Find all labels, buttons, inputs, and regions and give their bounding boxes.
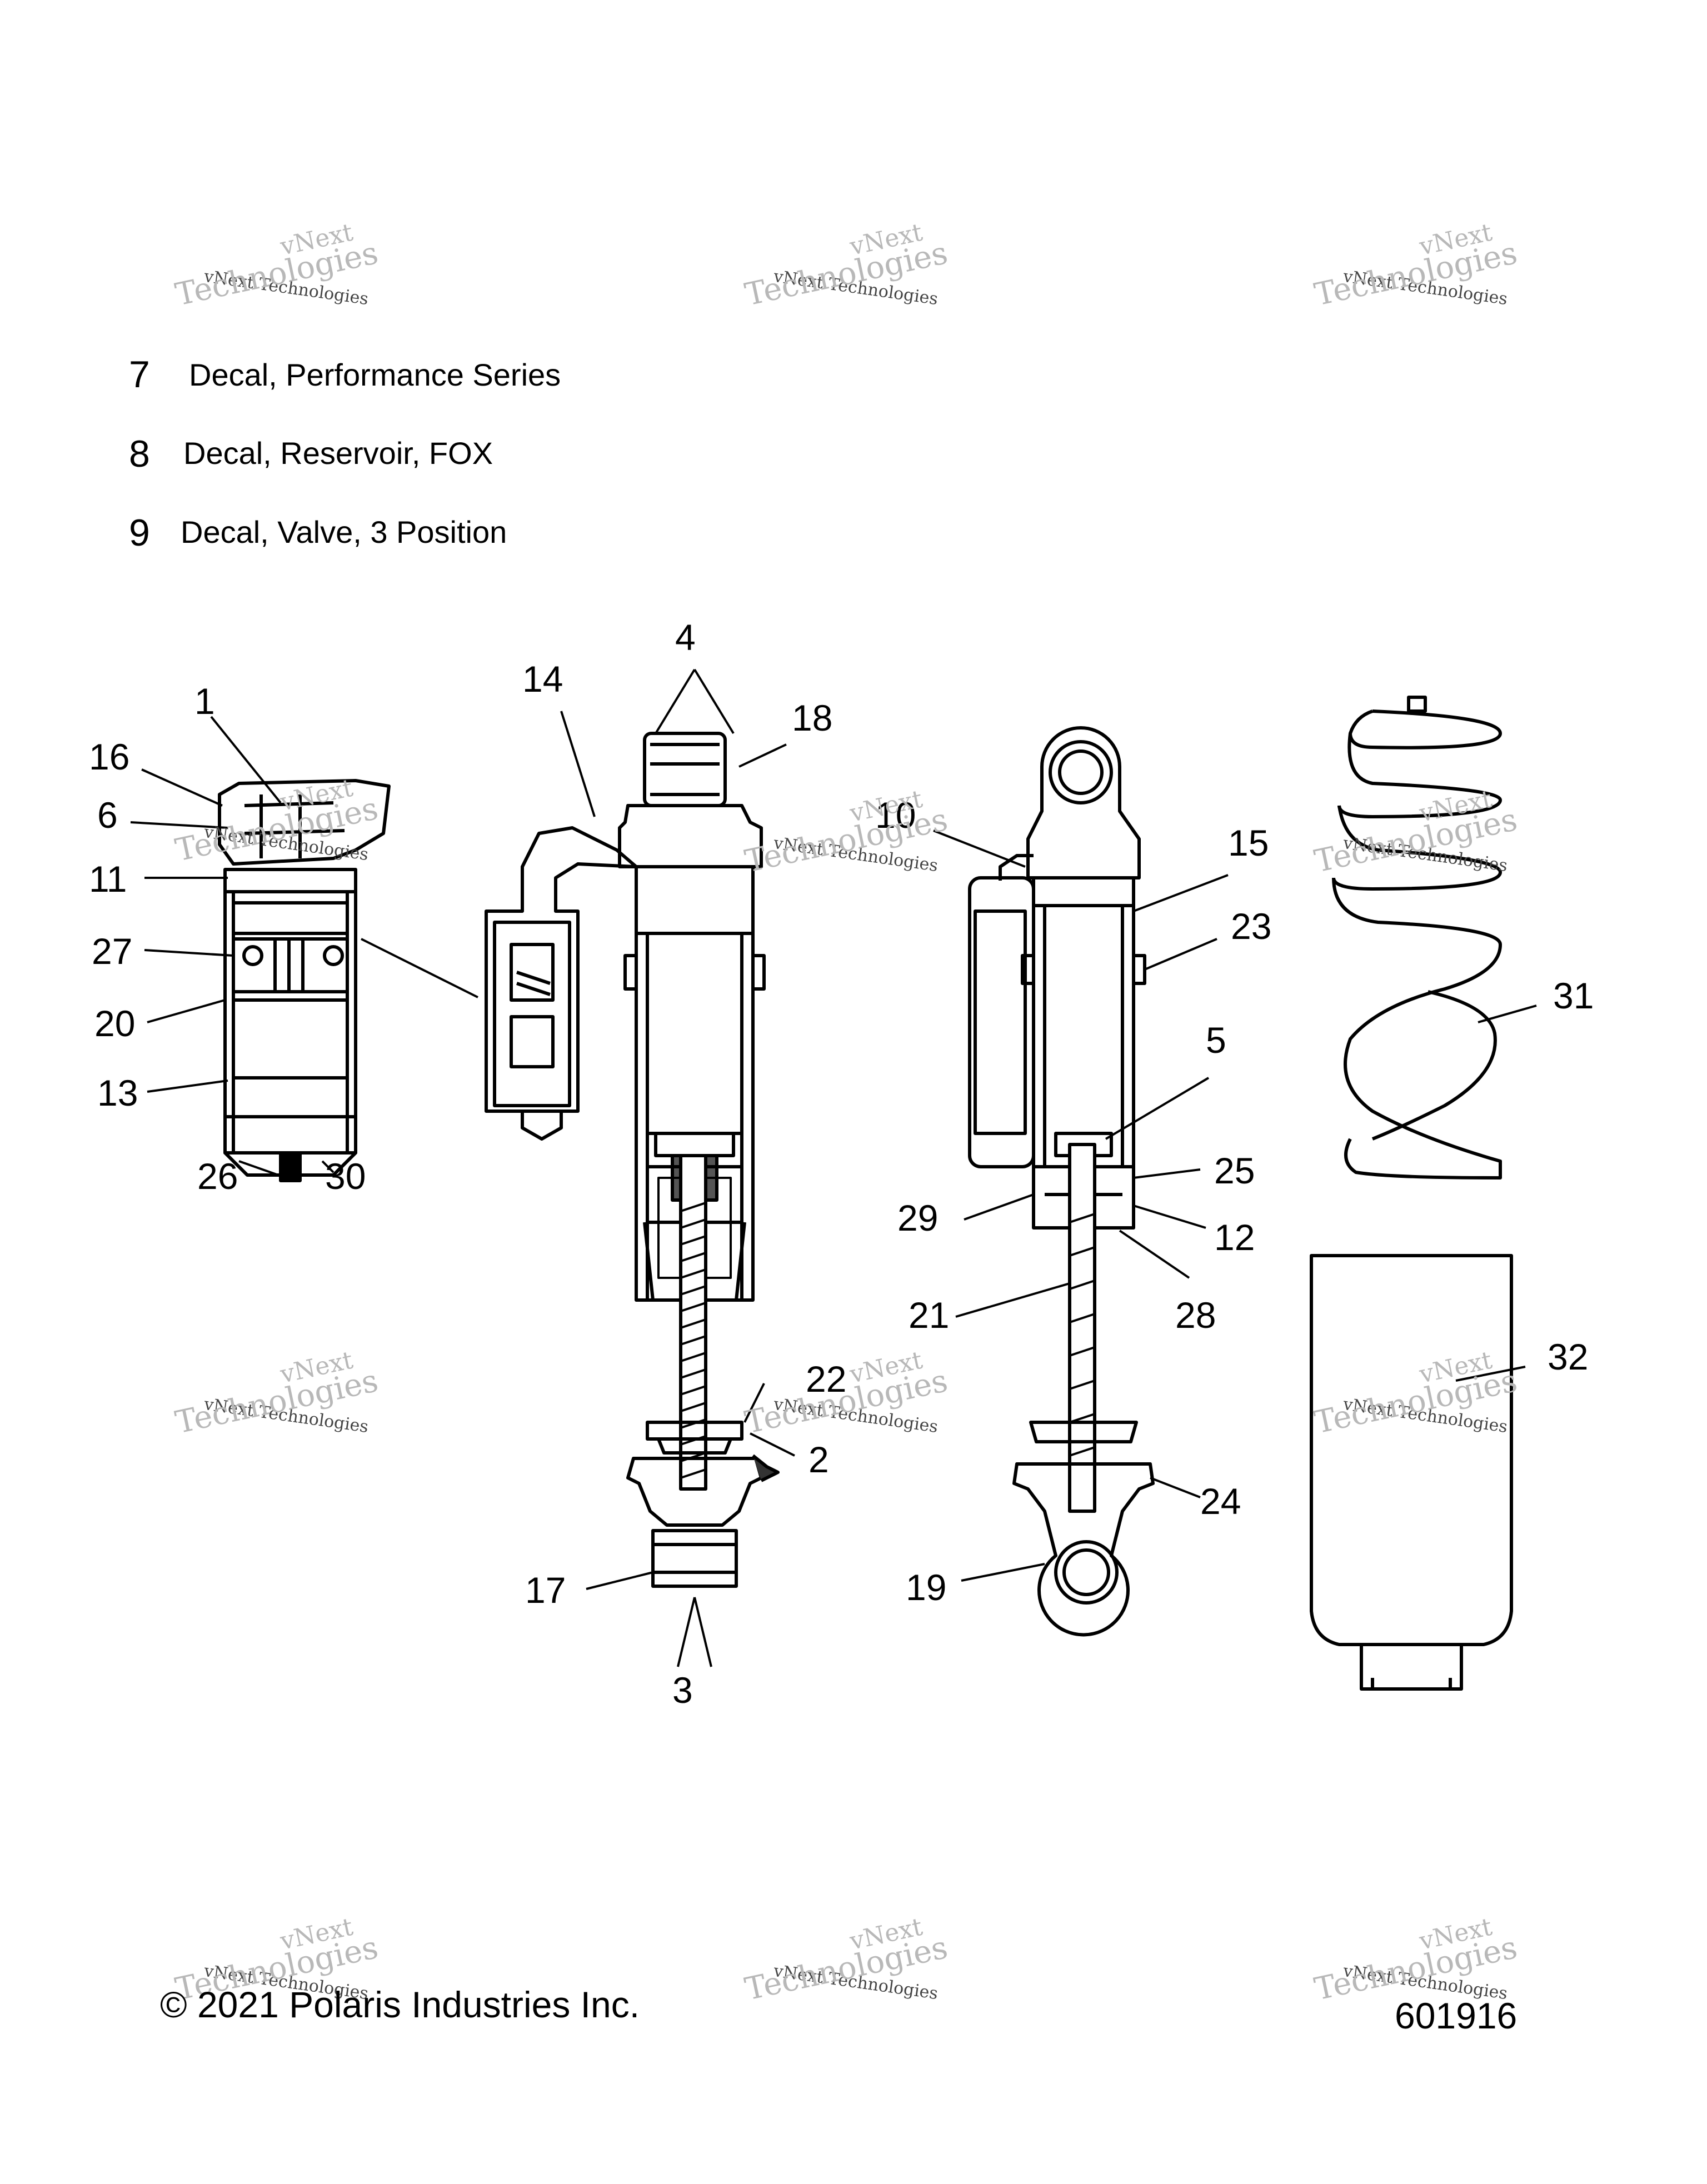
reservoir-assembly xyxy=(218,779,391,1182)
callout-30: 30 xyxy=(325,1156,366,1197)
callout-19: 19 xyxy=(906,1567,946,1608)
callout-31: 31 xyxy=(1553,975,1594,1016)
callout-5: 5 xyxy=(1206,1019,1226,1061)
callout-24: 24 xyxy=(1200,1481,1241,1522)
callout-23: 23 xyxy=(1231,906,1271,947)
coilover-shock-body xyxy=(968,726,1155,1637)
callout-13: 13 xyxy=(97,1072,138,1113)
figure-id: 601916 xyxy=(1395,1995,1518,2036)
copyright-notice: © 2021 Polaris Industries Inc. xyxy=(160,1984,640,2025)
callout-11: 11 xyxy=(89,858,127,899)
callout-28: 28 xyxy=(1175,1295,1216,1336)
callout-17: 17 xyxy=(525,1570,566,1611)
callout-27: 27 xyxy=(92,931,132,972)
callout-18: 18 xyxy=(792,697,832,738)
callout-14: 14 xyxy=(522,658,563,699)
callout-20: 20 xyxy=(94,1003,135,1044)
callout-1: 1 xyxy=(194,681,215,722)
callout-2: 2 xyxy=(808,1439,829,1480)
callout-22: 22 xyxy=(806,1358,846,1400)
legend-desc-7: Decal, Performance Series xyxy=(189,357,561,392)
callout-25: 25 xyxy=(1214,1150,1255,1191)
legend-num-9: 9 xyxy=(129,512,150,554)
shock-with-remote-reservoir xyxy=(485,732,780,1588)
legend-num-8: 8 xyxy=(129,433,150,475)
legend-desc-8: Decal, Reservoir, FOX xyxy=(183,436,493,471)
callout-3: 3 xyxy=(672,1670,693,1711)
coil-spring xyxy=(1332,696,1502,1180)
callout-6: 6 xyxy=(97,794,118,836)
callout-32: 32 xyxy=(1548,1336,1588,1377)
legend-desc-9: Decal, Valve, 3 Position xyxy=(181,514,507,549)
callout-12: 12 xyxy=(1214,1217,1255,1258)
shock-cover xyxy=(1310,1254,1513,1691)
callout-labels: 1 2 3 4 5 6 10 11 12 13 14 15 16 17 18 1… xyxy=(89,617,1594,1711)
callout-21: 21 xyxy=(909,1295,949,1336)
callout-4: 4 xyxy=(675,617,696,658)
callout-29: 29 xyxy=(897,1197,938,1238)
leader-lines xyxy=(130,668,1537,1667)
callout-16: 16 xyxy=(89,736,129,777)
callout-26: 26 xyxy=(197,1156,238,1197)
callout-15: 15 xyxy=(1228,822,1269,863)
legend-num-7: 7 xyxy=(129,353,150,396)
callout-10: 10 xyxy=(875,794,916,836)
